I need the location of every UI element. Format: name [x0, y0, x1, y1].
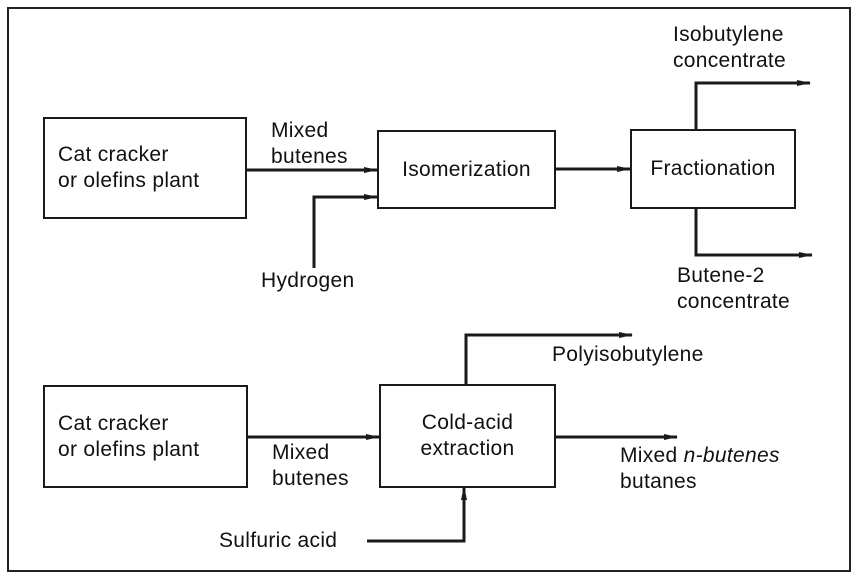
arrow-polyisobutylene-product [464, 332, 633, 385]
extraction-line2: extraction [420, 437, 515, 460]
source-a-line2: or olefins plant [58, 169, 200, 192]
polyisobutylene-label: Polyisobutylene [552, 343, 704, 366]
figure-frame [7, 7, 851, 572]
source-box-a: Cat cracker or olefins plant [43, 117, 247, 219]
source-b-line1: Cat cracker [58, 411, 169, 435]
source-b-line2: or olefins plant [58, 437, 200, 461]
source-box-b: Cat cracker or olefins plant [43, 385, 248, 488]
arrow-isobutylene-product [694, 80, 811, 129]
fractionation-label: Fractionation [650, 157, 776, 180]
n-butenes-label: Mixed n-butenes butanes [620, 444, 780, 493]
arrow-sulfuric-acid-to-extraction [367, 486, 467, 543]
extraction-line1: Cold-acid [421, 411, 514, 434]
feed-label-b: Mixed butenes [272, 441, 349, 490]
feed-label-a: Mixed butenes [271, 119, 348, 168]
cold-acid-extraction-box: Cold-acid extraction [379, 384, 556, 488]
butene2-label: Butene-2 concentrate [677, 264, 791, 313]
hydrogen-label: Hydrogen [261, 269, 355, 292]
source-a-line1: Cat cracker [58, 143, 169, 166]
fractionation-box: Fractionation [630, 129, 796, 209]
sulfuric-acid-label: Sulfuric acid [219, 529, 338, 552]
arrow-hydrogen-to-isomerization [312, 194, 378, 268]
isomerization-label: Isomerization [402, 157, 531, 181]
arrow-butene2-product [694, 208, 813, 258]
isomerization-box: Isomerization [377, 130, 556, 209]
isobutylene-label: Isobutylene concentrate [673, 23, 787, 72]
